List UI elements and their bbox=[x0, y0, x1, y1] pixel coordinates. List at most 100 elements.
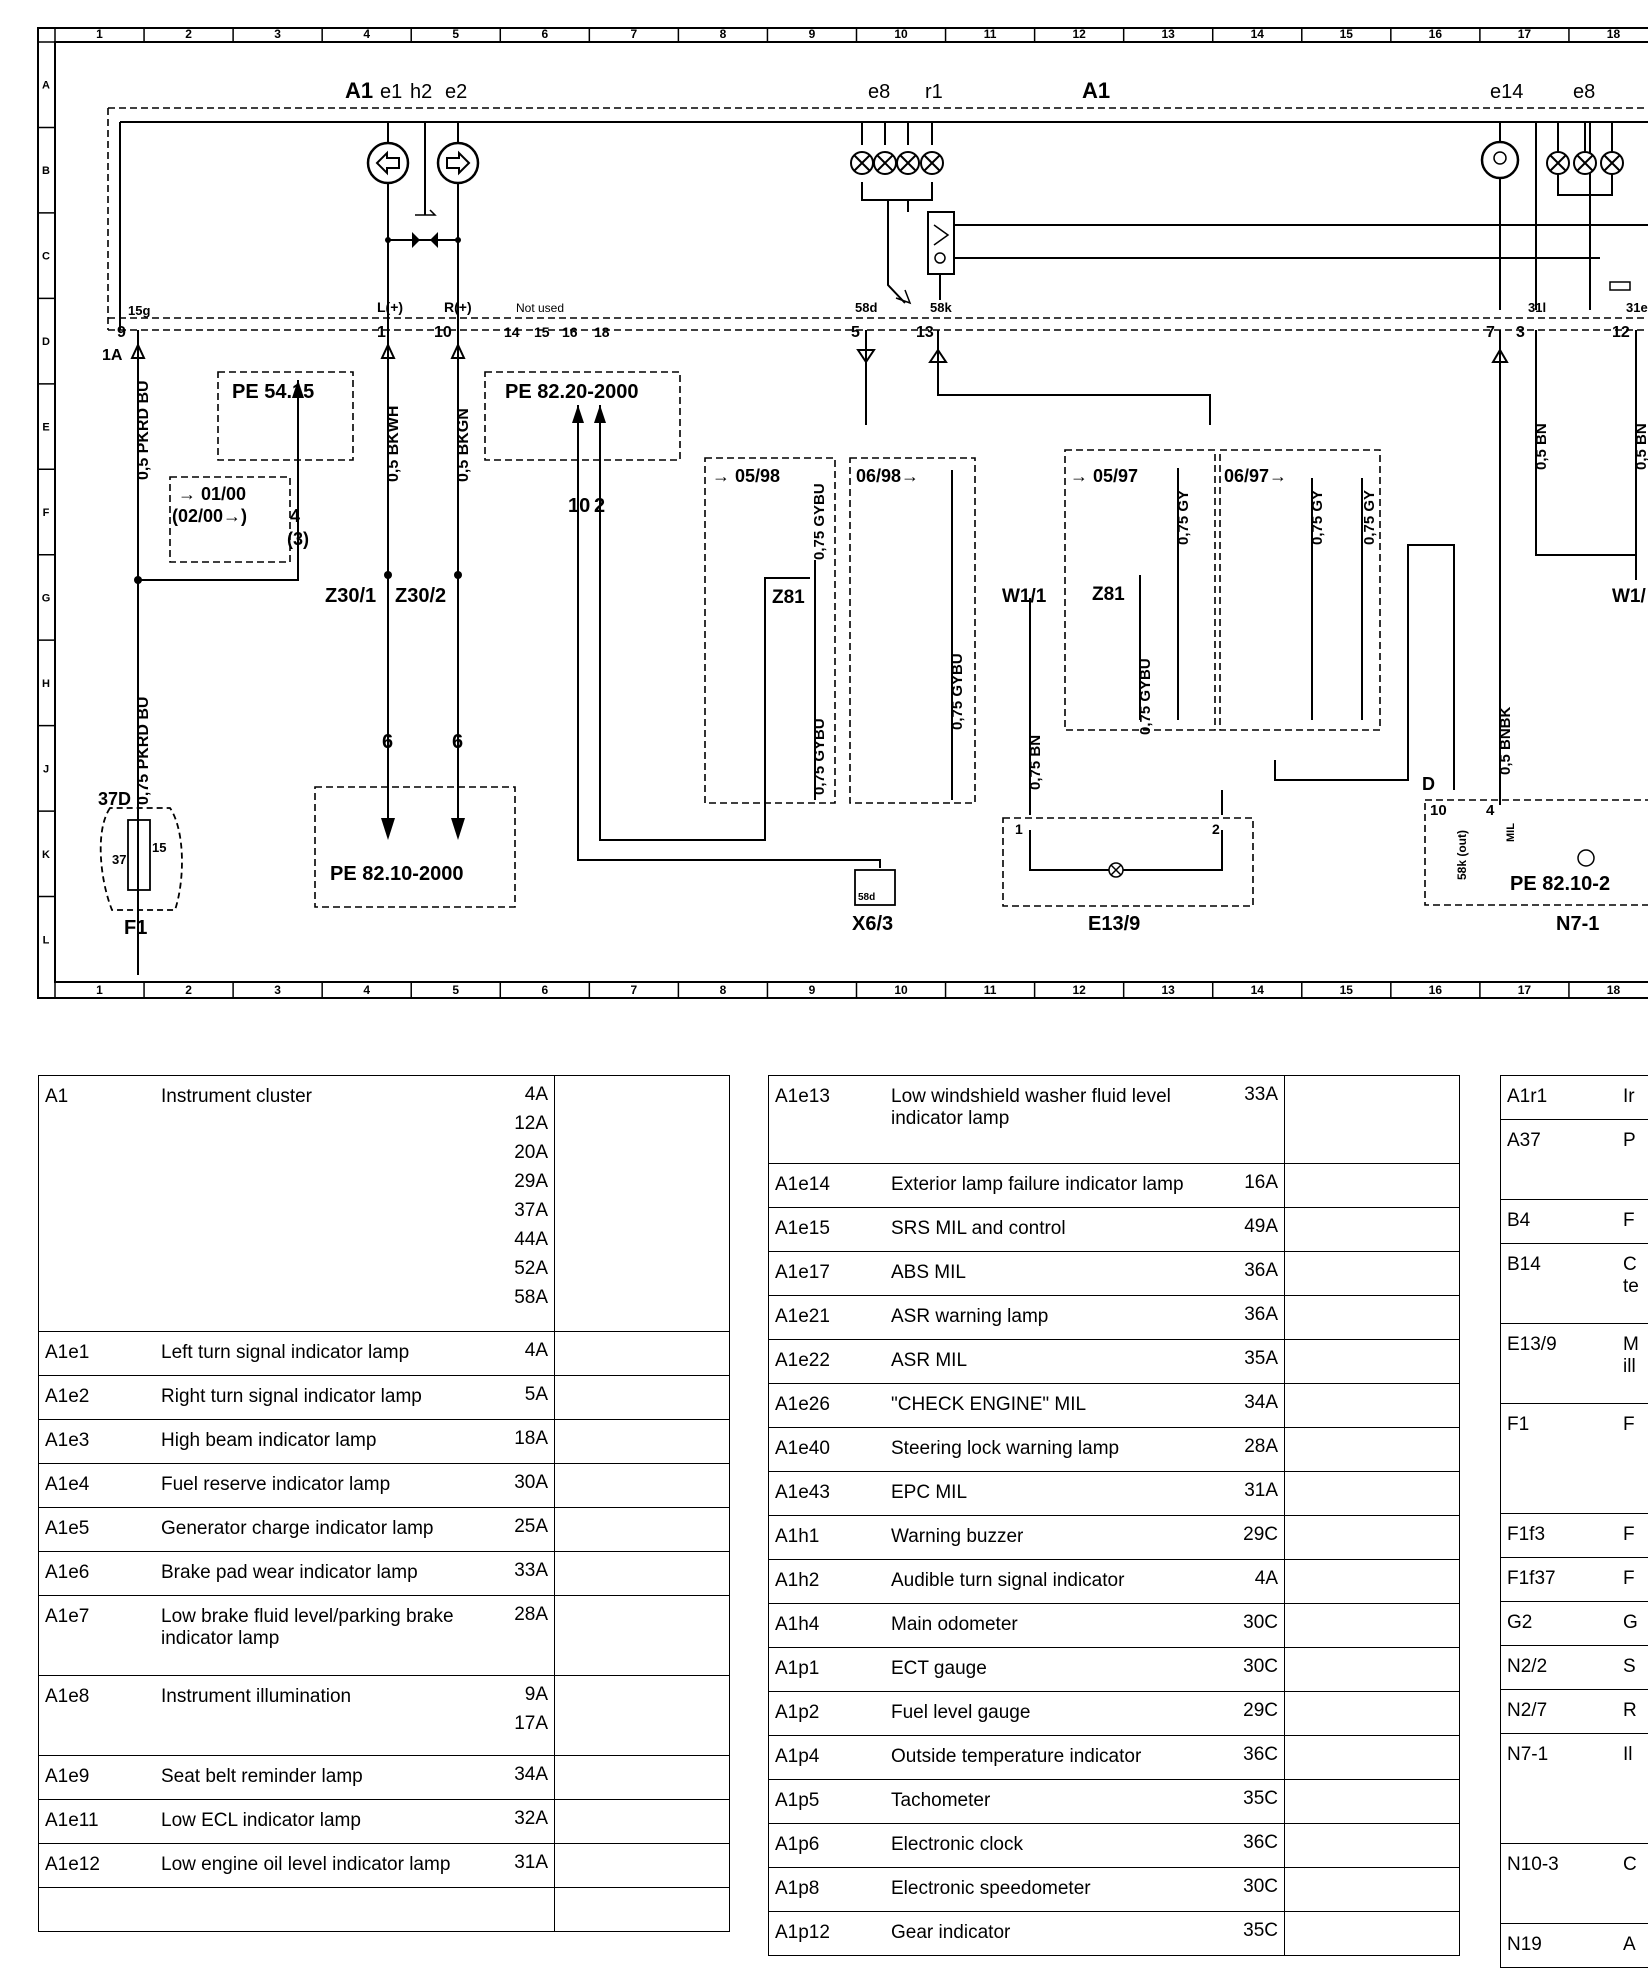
legend-row bbox=[38, 1887, 730, 1932]
legend-code: A1h2 bbox=[768, 1559, 885, 1604]
legend-blank bbox=[1284, 1603, 1460, 1648]
legend-code: A1e13 bbox=[768, 1075, 885, 1164]
legend-description: Steering lock warning lamp bbox=[885, 1427, 1212, 1472]
column-number: 2 bbox=[185, 27, 192, 41]
legend-description: Outside temperature indicator bbox=[885, 1735, 1212, 1780]
column-number: 4 bbox=[363, 983, 370, 997]
legend-code: A1e22 bbox=[768, 1339, 885, 1384]
legend-location: 35A bbox=[1212, 1339, 1285, 1384]
buzzer-icon bbox=[415, 209, 437, 216]
svg-text:0,75 GY: 0,75 GY bbox=[1361, 490, 1378, 545]
legend-code: A1e3 bbox=[38, 1419, 155, 1464]
legend-description: F bbox=[1617, 1513, 1648, 1558]
legend-description: Low ECL indicator lamp bbox=[155, 1799, 482, 1844]
legend-code: N10-3 bbox=[1500, 1843, 1617, 1924]
svg-text:15g: 15g bbox=[128, 303, 150, 318]
svg-text:12: 12 bbox=[1612, 324, 1630, 341]
left-turn-indicator-icon bbox=[366, 141, 410, 185]
legend-code: A1e12 bbox=[38, 1843, 155, 1888]
svg-text:0,5 BN: 0,5 BN bbox=[1633, 423, 1648, 470]
row-letter: J bbox=[43, 763, 49, 775]
legend-code: G2 bbox=[1500, 1601, 1617, 1646]
legend-location: 36A bbox=[1212, 1295, 1285, 1340]
legend-code: A1e6 bbox=[38, 1551, 155, 1596]
svg-text:06/98→: 06/98→ bbox=[856, 466, 919, 486]
legend-code: A37 bbox=[1500, 1119, 1617, 1200]
svg-text:5: 5 bbox=[851, 324, 860, 341]
row-letter: G bbox=[42, 592, 51, 604]
svg-text:14: 14 bbox=[504, 324, 520, 340]
legend-blank bbox=[554, 1075, 730, 1332]
e8-label-right: e8 bbox=[1573, 81, 1595, 103]
row-letter: C bbox=[42, 251, 50, 263]
legend-description: Fuel reserve indicator lamp bbox=[155, 1463, 482, 1508]
legend-code: N2/7 bbox=[1500, 1689, 1617, 1734]
column-number: 5 bbox=[452, 983, 459, 997]
x6-3-pin: 58d bbox=[858, 892, 875, 903]
svg-text:Z30/2: Z30/2 bbox=[395, 585, 446, 607]
svg-text:0,75 GYBU: 0,75 GYBU bbox=[1137, 658, 1154, 735]
column-number: 7 bbox=[631, 27, 638, 41]
junction-dot bbox=[455, 237, 461, 243]
right-arrow-icon bbox=[446, 150, 471, 176]
legend-description: Main odometer bbox=[885, 1603, 1212, 1648]
legend-blank bbox=[1284, 1779, 1460, 1824]
e13-9-label: E13/9 bbox=[1088, 913, 1140, 935]
column-number: 15 bbox=[1340, 27, 1354, 41]
legend-description: Fuel level gauge bbox=[885, 1691, 1212, 1736]
svg-text:W1/: W1/ bbox=[1612, 586, 1647, 607]
column-number: 2 bbox=[185, 983, 192, 997]
svg-text:Not used: Not used bbox=[516, 301, 564, 315]
legend-blank bbox=[1284, 1427, 1460, 1472]
legend-description: Instrument illumination bbox=[155, 1675, 482, 1756]
legend-description: Low brake fluid level/parking brake indi… bbox=[155, 1595, 482, 1676]
legend-blank bbox=[554, 1419, 730, 1464]
column-number: 13 bbox=[1162, 27, 1176, 41]
svg-text:4: 4 bbox=[1486, 802, 1495, 819]
legend-description: F bbox=[1617, 1557, 1648, 1602]
legend-blank bbox=[1284, 1867, 1460, 1912]
legend-location: 30A bbox=[482, 1463, 555, 1508]
column-number: 3 bbox=[274, 983, 281, 997]
legend-blank bbox=[554, 1843, 730, 1888]
svg-text:2: 2 bbox=[594, 495, 605, 517]
lamp-icon bbox=[920, 151, 944, 175]
column-number: 4 bbox=[363, 27, 370, 41]
column-number: 3 bbox=[274, 27, 281, 41]
row-letter: A bbox=[42, 80, 50, 92]
column-number: 12 bbox=[1072, 983, 1086, 997]
svg-text:58d: 58d bbox=[855, 300, 877, 315]
legend-location: 28A bbox=[1212, 1427, 1285, 1472]
legend-location: 35C bbox=[1212, 1911, 1285, 1956]
legend-code: A1p5 bbox=[768, 1779, 885, 1824]
legend-description: F bbox=[1617, 1403, 1648, 1514]
column-number: 8 bbox=[720, 27, 727, 41]
svg-text:6: 6 bbox=[452, 731, 463, 753]
svg-text:37D: 37D bbox=[98, 789, 131, 809]
legend-location: 34A bbox=[1212, 1383, 1285, 1428]
lamp-icon bbox=[1108, 862, 1124, 878]
column-number: 1 bbox=[96, 27, 103, 41]
column-number: 1 bbox=[96, 983, 103, 997]
legend-location: 25A bbox=[482, 1507, 555, 1552]
legend-blank bbox=[1284, 1251, 1460, 1296]
column-number: 17 bbox=[1518, 983, 1532, 997]
